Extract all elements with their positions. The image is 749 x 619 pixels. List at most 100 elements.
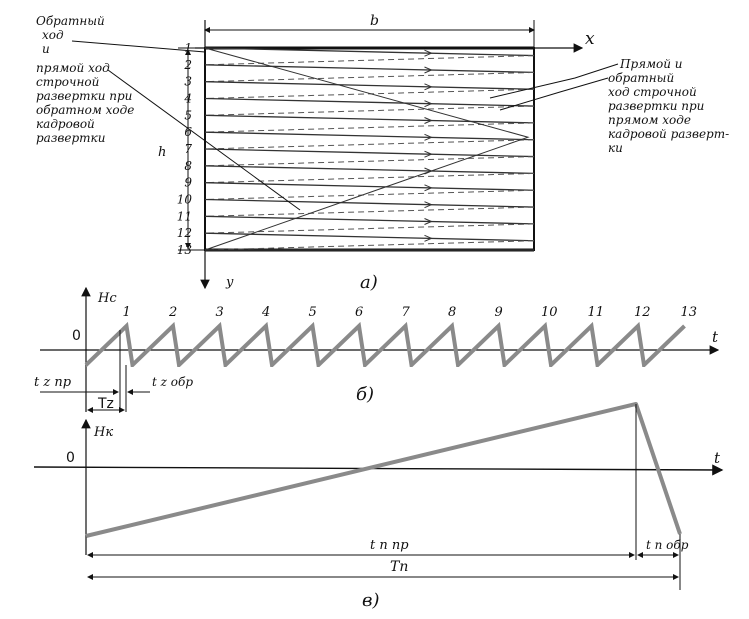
line-zero: 0 (72, 328, 81, 344)
left-note-2-line-3: развертки при (36, 89, 132, 103)
line-number: 10 (177, 193, 193, 207)
line-number: 8 (184, 159, 192, 173)
return-scan-line (204, 105, 535, 116)
peak-label: 13 (681, 305, 698, 320)
left-note-2-line-4: обратном ходе (36, 103, 134, 117)
left-note-2-line-2: строчной (36, 75, 99, 89)
left-note-2-line-5: кадровой (36, 117, 95, 131)
scan-direction-arrow (424, 49, 433, 57)
left-note-forward: прямой ход строчной развертки при обратн… (36, 61, 301, 211)
line-sawtooth (84, 321, 686, 367)
line-number: 11 (177, 209, 192, 223)
return-scan-line (204, 71, 535, 83)
peak-label: 11 (588, 305, 605, 320)
return-scan-line (204, 240, 535, 251)
forward-scan-line (204, 47, 535, 57)
peak-label: 8 (448, 305, 456, 320)
tz-forward-label: t z пр (34, 375, 72, 390)
scan-direction-arrow (424, 218, 433, 225)
right-note-line-5: прямом ходе (608, 113, 691, 127)
tz-period-label: Tz (97, 396, 114, 412)
line-number: 7 (184, 142, 192, 156)
return-scan-line (204, 172, 535, 184)
scan-direction-arrow (424, 100, 433, 108)
peak-label: 12 (634, 305, 651, 320)
forward-scan-line (204, 232, 535, 242)
peak-label: 5 (309, 305, 317, 320)
forward-scan-line (204, 215, 535, 225)
forward-scan-line (204, 114, 535, 124)
scan-direction-arrow (424, 184, 433, 192)
right-note-line-4: развертки при (608, 99, 704, 113)
peak-label: 4 (261, 305, 270, 320)
right-note-leader-2 (499, 77, 609, 111)
scan-direction-arrow (424, 201, 433, 209)
scan-direction-arrow (424, 66, 433, 74)
peak-label: 9 (495, 305, 503, 320)
return-scan-line (204, 139, 535, 150)
line-number: 2 (183, 58, 192, 72)
left-note-2-line-1: прямой ход (36, 61, 110, 75)
hk-label: Hк (93, 425, 113, 440)
left-note-2-line-6: развертки (36, 131, 105, 145)
forward-scan-line (204, 198, 535, 208)
peak-label: 2 (168, 305, 177, 320)
caption-a: а) (360, 272, 378, 293)
right-note-leader-1 (489, 63, 619, 99)
scan-lines (204, 47, 535, 251)
caption-c: в) (362, 590, 380, 611)
left-note-2-leader (107, 69, 301, 211)
left-note-return: Обратный ход и (36, 14, 206, 56)
line-number: 5 (184, 108, 192, 122)
peak-label: 6 (355, 305, 363, 320)
forward-scan-line (204, 81, 535, 90)
scan-direction-arrow (424, 117, 433, 124)
h-label: h (158, 145, 166, 160)
peak-label: 1 (123, 305, 131, 320)
frame-t-label: t (714, 449, 721, 467)
tn-forward-label: t n пр (370, 538, 409, 553)
return-scan-line (204, 223, 535, 234)
frame-return-path (204, 47, 530, 251)
right-note-line-7: ки (608, 141, 623, 155)
forward-scan-line (204, 182, 535, 191)
line-number: 12 (177, 226, 192, 240)
line-number: 1 (184, 41, 192, 55)
y-axis-label: y (225, 275, 234, 290)
frame-scan-panel: Hк 0 t t n пр t n обр Tn в) (33, 402, 724, 611)
left-note-1-line-2: ход (42, 28, 64, 42)
return-scan-line (204, 122, 535, 133)
line-number: 9 (184, 176, 192, 190)
frame-zero: 0 (66, 450, 75, 466)
peak-label: 10 (541, 305, 558, 320)
return-scan-line (204, 206, 535, 217)
line-t-label: t (712, 328, 719, 346)
return-scan-line (204, 156, 535, 167)
return-scan-line (204, 189, 535, 200)
left-note-1-line-1: Обратный (36, 14, 105, 28)
hc-label: Hc (97, 291, 117, 306)
tz-return-label: t z обр (152, 375, 193, 389)
peak-label: 7 (402, 305, 411, 320)
scan-direction-arrow (424, 133, 433, 141)
line-number: 3 (184, 75, 192, 89)
x-axis-label: x (585, 29, 595, 49)
sawtooth-path (84, 321, 686, 367)
frame-t-axis (33, 464, 724, 476)
scan-direction-arrow (424, 150, 433, 158)
forward-scan-line (204, 64, 535, 74)
caption-b: б) (356, 384, 374, 405)
line-number: 13 (177, 243, 193, 257)
scan-direction-arrow (424, 234, 433, 242)
right-note-line-1: Прямой и (619, 57, 683, 71)
tn-return-label: t n обр (646, 538, 689, 552)
line-number: 6 (184, 125, 192, 139)
return-scan-line (204, 55, 535, 66)
right-note-line-6: кадровой разверт- (608, 127, 729, 141)
b-label: b (370, 13, 379, 29)
forward-scan-line (204, 97, 535, 107)
